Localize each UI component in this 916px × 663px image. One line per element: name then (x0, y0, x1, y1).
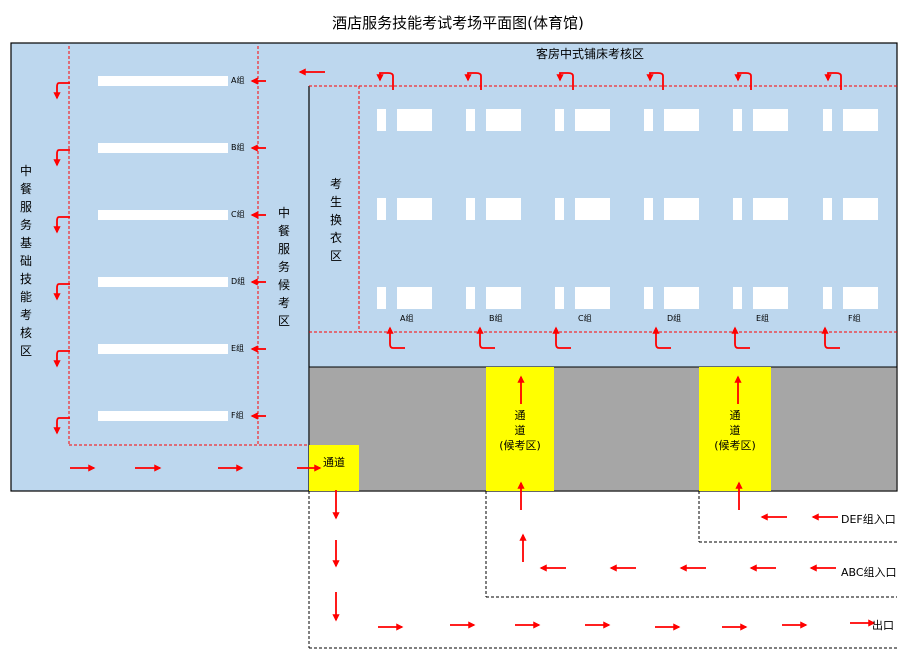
bed-small (644, 109, 653, 131)
zone-bedding: 客房中式铺床考核区 (535, 47, 644, 61)
bed-large (664, 287, 699, 309)
flow-turn-arrow (464, 72, 482, 90)
flow-turn-arrow (646, 72, 664, 90)
channel-abc (486, 367, 554, 491)
flow-turn-arrow (53, 283, 70, 301)
flow-turn-arrow (53, 350, 70, 368)
zone-changing: 考生换衣区 (329, 177, 342, 263)
chinese-table (98, 344, 228, 354)
bed-large (843, 109, 878, 131)
flow-turn-arrow (556, 72, 574, 90)
right-group-label: E组 (756, 314, 770, 323)
exit-label: 出口 (872, 619, 894, 632)
bed-large (575, 109, 610, 131)
left-group-label: A组 (231, 76, 245, 85)
bed-large (843, 287, 878, 309)
flow-turn-arrow (476, 326, 495, 349)
bed-small (644, 287, 653, 309)
flow-arrows (53, 68, 876, 631)
left-group-label: E组 (231, 344, 245, 353)
bed-large (664, 198, 699, 220)
flow-turn-arrow (821, 326, 840, 349)
corridor-area (308, 366, 898, 492)
channel-def (699, 367, 771, 491)
flow-turn-arrow (731, 326, 750, 349)
left-group-label: C组 (231, 210, 245, 219)
bed-small (466, 287, 475, 309)
channel-abc-line2: 道 (514, 424, 526, 437)
channel-small-label: 通道 (323, 456, 345, 469)
channel-abc-label: 通 道 (候考区) (486, 408, 554, 453)
chinese-table (98, 210, 228, 220)
right-tables (377, 109, 878, 309)
bed-small (823, 198, 832, 220)
bed-small (377, 198, 386, 220)
bed-large (397, 198, 432, 220)
bed-large (486, 109, 521, 131)
channel-def-line3: (候考区) (714, 439, 756, 452)
right-group-label: B组 (489, 314, 503, 323)
right-group-label: C组 (578, 314, 592, 323)
bed-small (644, 198, 653, 220)
channel-abc-line1: 通 (514, 409, 526, 422)
channel-abc-line3: (候考区) (499, 439, 541, 452)
bed-large (486, 198, 521, 220)
right-group-label: A组 (400, 314, 414, 323)
bed-large (575, 287, 610, 309)
bed-small (555, 198, 564, 220)
flow-turn-arrow (53, 216, 70, 234)
page-title: 酒店服务技能考试考场平面图(体育馆) (332, 14, 584, 32)
def-entrance-label: DEF组入口 (841, 513, 896, 526)
bed-small (555, 109, 564, 131)
bed-large (486, 287, 521, 309)
left-group-label: D组 (231, 277, 246, 286)
bed-large (753, 109, 788, 131)
flow-turn-arrow (652, 326, 671, 349)
bed-large (397, 109, 432, 131)
right-group-label: F组 (848, 314, 861, 323)
bed-small (555, 287, 564, 309)
chinese-table (98, 76, 228, 86)
flow-turn-arrow (824, 72, 842, 90)
bed-small (377, 109, 386, 131)
zone-chinese-wait: 中餐服务候考区 (277, 206, 290, 328)
left-group-label: B组 (231, 143, 245, 152)
left-tables (98, 76, 228, 421)
bed-small (733, 198, 742, 220)
channel-def-line2: 道 (729, 424, 741, 437)
channel-def-label: 通 道 (候考区) (699, 408, 771, 453)
flow-turn-arrow (53, 149, 70, 167)
flow-turn-arrow (376, 72, 394, 90)
channel-def-line1: 通 (729, 409, 741, 422)
bed-large (753, 198, 788, 220)
left-group-label: F组 (231, 411, 244, 420)
bed-small (823, 109, 832, 131)
bed-small (377, 287, 386, 309)
right-group-label: D组 (667, 314, 682, 323)
bed-small (466, 109, 475, 131)
bed-small (733, 287, 742, 309)
abc-entrance-label: ABC组入口 (841, 566, 897, 579)
bed-large (753, 287, 788, 309)
bed-large (843, 198, 878, 220)
flow-turn-arrow (552, 326, 571, 349)
flow-turn-arrow (53, 82, 70, 100)
bed-small (466, 198, 475, 220)
bed-small (823, 287, 832, 309)
chinese-table (98, 411, 228, 421)
bed-large (397, 287, 432, 309)
chinese-table (98, 277, 228, 287)
chinese-table (98, 143, 228, 153)
bed-large (664, 109, 699, 131)
flow-turn-arrow (734, 72, 752, 90)
bed-large (575, 198, 610, 220)
flow-turn-arrow (53, 417, 70, 435)
bed-small (733, 109, 742, 131)
zone-chinese-basic: 中餐服务基础技能考核区 (19, 164, 32, 358)
flow-turn-arrow (386, 326, 405, 349)
